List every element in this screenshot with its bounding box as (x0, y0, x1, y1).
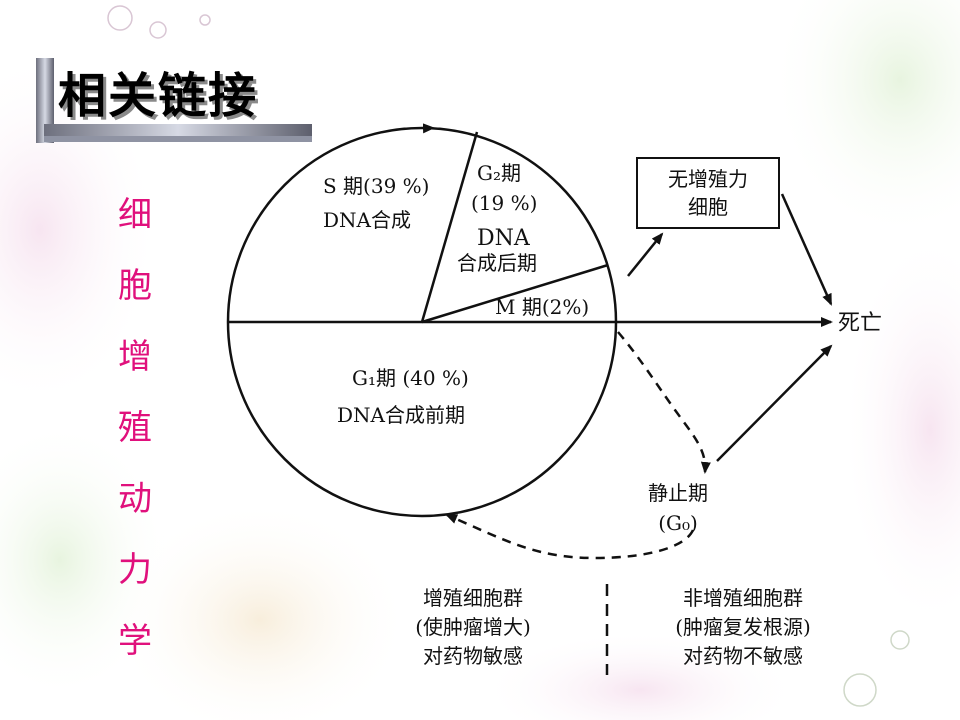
phase-g2-label: G₂期 (477, 161, 521, 185)
phase-g2-desc1: DNA (477, 226, 531, 251)
right-group-line-2: (肿瘤复发根源) (675, 615, 811, 639)
phase-m-label: M 期(2%) (495, 295, 589, 319)
phase-g1-label: G₁期 (40 %) (352, 366, 469, 390)
death-label: 死亡 (838, 311, 882, 336)
s-g2-divider (420, 131, 479, 323)
phase-g1-desc: DNA合成前期 (337, 403, 465, 427)
phase-g2-pct: (19 %) (471, 191, 537, 215)
phase-s-desc: DNA合成 (323, 208, 411, 232)
dashed-rest-to-g1 (445, 513, 695, 560)
no-prolif-box (636, 157, 780, 229)
arrow-rest-to-death (716, 344, 833, 462)
phase-s-label: S 期(39 %) (323, 174, 429, 198)
right-group-line-1: 非增殖细胞群 (683, 586, 803, 610)
right-group-line-3: 对药物不敏感 (683, 644, 803, 668)
left-group-line-3: 对药物敏感 (423, 644, 523, 668)
cell-cycle-diagram: S 期(39 %) DNA合成 G₂期 (19 %) DNA 合成后期 M 期(… (226, 123, 882, 675)
arrow-to-no-prolif (627, 232, 664, 277)
dashed-m-to-rest (617, 331, 711, 474)
no-prolif-label-2: 细胞 (688, 195, 728, 219)
left-group-line-1: 增殖细胞群 (423, 586, 523, 610)
vertical-label: 细胞增殖动力学 (118, 195, 152, 661)
g2-m-divider (421, 263, 609, 324)
phase-g2-desc2: 合成后期 (457, 251, 537, 275)
rest-label-1: 静止期 (648, 481, 708, 505)
no-prolif-label-1: 无增殖力 (668, 167, 748, 191)
left-group-line-2: (使肿瘤增大) (415, 615, 531, 639)
rest-label-2: (G₀) (658, 511, 698, 535)
slide-title: 相关链接 (58, 68, 259, 124)
arrow-no-prolif-to-death (780, 193, 833, 306)
